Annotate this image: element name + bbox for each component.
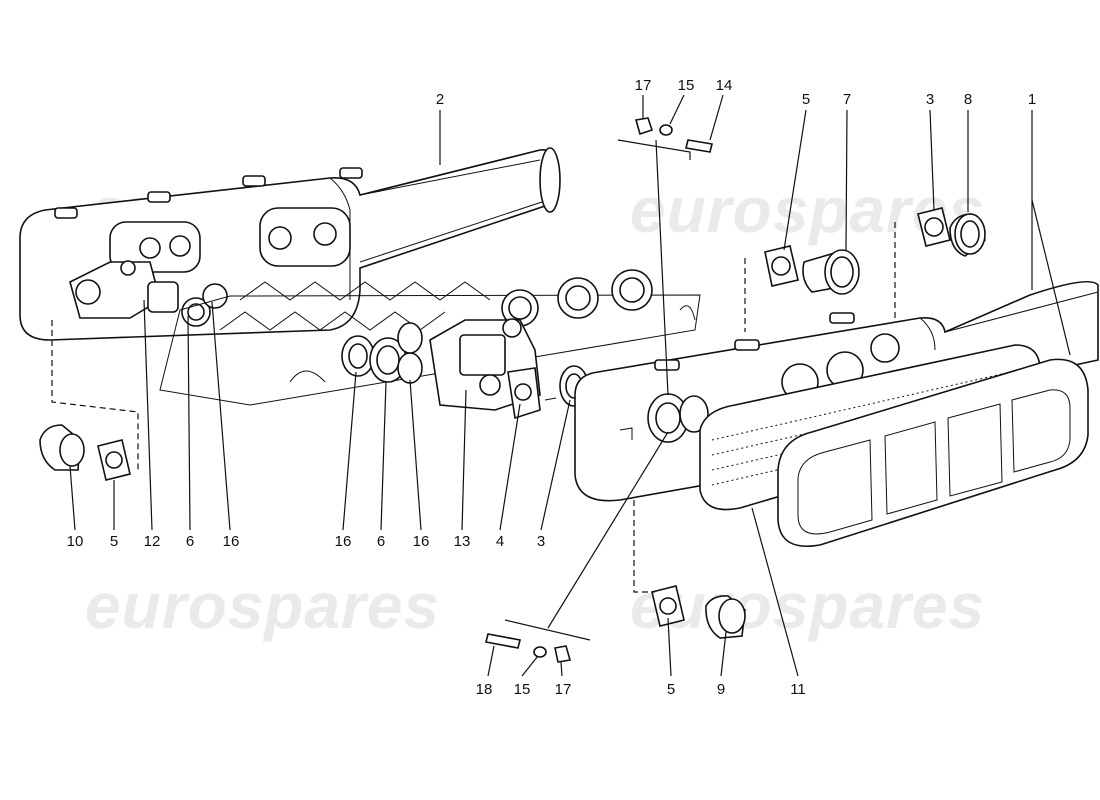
- watermark-text: eurospares: [85, 570, 440, 642]
- callout-2: 2: [436, 91, 444, 108]
- callout-labels: 2 17 15 14 5 7 3 8 1 10 5 12 6 16 16 6 1…: [67, 77, 1037, 698]
- callout-1: 1: [1028, 91, 1036, 108]
- callout-13: 13: [454, 533, 471, 550]
- callout-16: 16: [335, 533, 352, 550]
- intake-tube-8: [949, 213, 987, 257]
- callout-8: 8: [964, 91, 972, 108]
- gasket-5-top: [764, 245, 799, 287]
- callout-6: 6: [186, 533, 194, 550]
- callout-10: 10: [67, 533, 84, 550]
- callout-14: 14: [716, 77, 733, 94]
- left-air-box: [19, 147, 561, 341]
- callout-16: 16: [413, 533, 430, 550]
- callout-15: 15: [514, 681, 531, 698]
- callout-5: 5: [667, 681, 675, 698]
- callout-12: 12: [144, 533, 161, 550]
- callout-3: 3: [537, 533, 545, 550]
- callout-18: 18: [476, 681, 493, 698]
- callout-9: 9: [717, 681, 725, 698]
- engine-cylinder-head: [159, 269, 701, 420]
- assembly-lines: [51, 139, 896, 629]
- intake-tube-9: [705, 595, 746, 639]
- callout-15: 15: [678, 77, 695, 94]
- bolt-set-bottom: [485, 619, 591, 663]
- callout-3: 3: [926, 91, 934, 108]
- air-box-cover: [777, 358, 1089, 547]
- callout-6: 6: [377, 533, 385, 550]
- callout-7: 7: [843, 91, 851, 108]
- callout-17: 17: [555, 681, 572, 698]
- callout-5: 5: [110, 533, 118, 550]
- callout-11: 11: [790, 681, 806, 698]
- watermark-text: eurospares: [630, 570, 985, 642]
- callout-17: 17: [635, 77, 652, 94]
- callout-4: 4: [496, 533, 504, 550]
- gasket-5-left: [97, 439, 131, 481]
- intake-tube-7: [802, 249, 860, 295]
- gasket-5-bottom: [651, 585, 685, 627]
- callout-16: 16: [223, 533, 240, 550]
- bolt-set-top: [617, 117, 713, 160]
- callout-5: 5: [802, 91, 810, 108]
- intake-tube-10: [39, 424, 85, 471]
- leader-lines: [69, 94, 1071, 677]
